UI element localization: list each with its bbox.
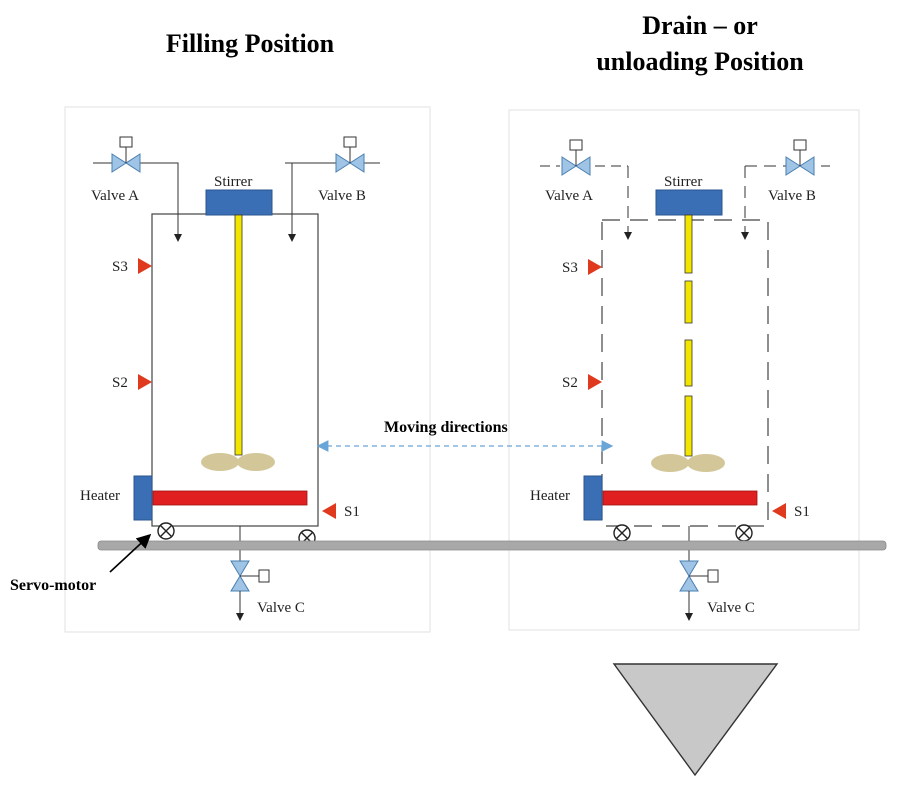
valve-b-right — [741, 139, 830, 240]
heater-bar-right — [602, 490, 758, 506]
sensor-s2-right — [588, 374, 602, 390]
servo-motor-pointer — [109, 533, 152, 573]
drain-panel: Valve A Valve B Stirrer S3 S2 S1 — [508, 109, 860, 631]
valve-a-label-right: Valve A — [545, 188, 593, 204]
tank-right — [601, 219, 769, 527]
valve-c-label-left: Valve C — [257, 600, 305, 616]
stirrer-label-right: Stirrer — [664, 174, 702, 190]
drain-position-title-line2: unloading Position — [596, 47, 804, 76]
sensor-s1-left — [322, 503, 336, 519]
heater-block-right — [583, 475, 603, 521]
s2-label-left: S2 — [112, 375, 128, 391]
s3-label-right: S3 — [562, 260, 578, 276]
moving-directions-label: Moving directions — [384, 419, 508, 436]
valve-a-left — [93, 136, 182, 242]
filling-panel: Valve A Valve B Stirrer S3 S2 S1 Heater — [64, 106, 431, 633]
s1-label-left: S1 — [344, 504, 360, 520]
sensor-s2-left — [138, 374, 152, 390]
valve-b-left — [285, 136, 380, 242]
heater-block-left — [133, 475, 153, 521]
heater-label-right: Heater — [530, 488, 570, 504]
drain-position-title-line1: Drain – or — [642, 11, 758, 40]
valve-b-label-left: Valve B — [318, 188, 366, 204]
s2-label-right: S2 — [562, 375, 578, 391]
wheel-right-1 — [613, 524, 631, 542]
valve-c-label-right: Valve C — [707, 600, 755, 616]
s1-label-right: S1 — [794, 504, 810, 520]
paddle-right-left — [237, 453, 275, 471]
wheel-left-1 — [157, 522, 175, 540]
s3-label-left: S3 — [112, 259, 128, 275]
rail-track — [97, 540, 887, 551]
paddle-left-right — [651, 454, 689, 472]
filling-position-title: Filling Position — [165, 29, 335, 58]
paddle-left-left — [201, 453, 239, 471]
paddle-right-right — [687, 454, 725, 472]
servo-motor-label: Servo-motor — [10, 577, 96, 594]
valve-b-label-right: Valve B — [768, 188, 816, 204]
heater-label-left: Heater — [80, 488, 120, 504]
valve-a-label-left: Valve A — [91, 188, 139, 204]
heater-bar-left — [152, 490, 308, 506]
stirrer-shaft-left — [234, 214, 243, 456]
sensor-s3-left — [138, 258, 152, 274]
valve-c-left — [230, 526, 270, 621]
sensor-s3-right — [588, 259, 602, 275]
collection-funnel — [612, 663, 779, 777]
stirrer-motor-left — [205, 189, 273, 216]
stirrer-shaft-right — [684, 214, 693, 457]
sensor-s1-right — [772, 503, 786, 519]
valve-a-right — [540, 139, 632, 240]
stirrer-label-left: Stirrer — [214, 174, 252, 190]
wheel-right-2 — [735, 524, 753, 542]
stirrer-motor-right — [655, 189, 723, 216]
